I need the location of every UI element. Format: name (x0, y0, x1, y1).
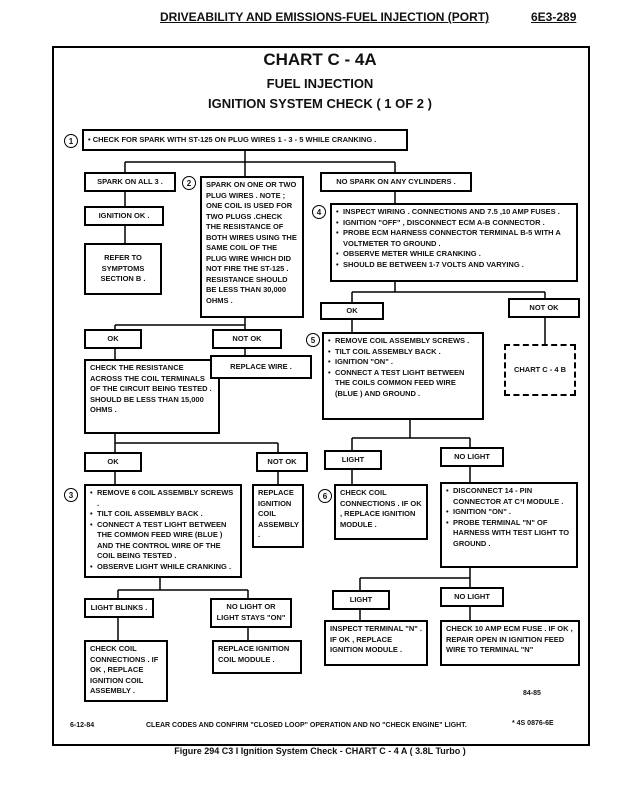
step-number-5: 5 (306, 333, 320, 347)
box-check-resistance: CHECK THE RESISTANCE ACROSS THE COIL TER… (84, 359, 220, 434)
step-4-item-3: PROBE ECM HARNESS CONNECTOR TERMINAL B-5… (336, 228, 572, 249)
figure-caption: Figure 294 C3 I Ignition System Check - … (174, 746, 466, 756)
page-header-title: DRIVEABILITY AND EMISSIONS-FUEL INJECTIO… (160, 10, 490, 24)
box-ok-step-4: OK (320, 302, 384, 320)
step-number-2: 2 (182, 176, 196, 190)
box-chart-c-4b-reference: CHART C - 4 B (504, 344, 576, 396)
box-ok-resistance: OK (84, 329, 142, 349)
box-step-4-inspect-wiring: INSPECT WIRING . CONNECTIONS AND 7.5 ,10… (330, 203, 578, 282)
box-replace-ignition-coil: REPLACE IGNITION COIL ASSEMBLY . (252, 484, 304, 548)
box-disconnect-14-pin: DISCONNECT 14 - PIN CONNECTOR AT C³I MOD… (440, 482, 578, 568)
step-5-item-4: CONNECT A TEST LIGHT BETWEEN THE COILS C… (328, 368, 478, 400)
box-no-light-or-stays-on: NO LIGHT OR LIGHT STAYS "ON" . (210, 598, 292, 628)
chart-subtitle-1: FUEL INJECTION (266, 76, 374, 91)
box-spark-on-all-3: SPARK ON ALL 3 . (84, 172, 176, 192)
box-light-blinks: LIGHT BLINKS . (84, 598, 154, 618)
disconnect-item-1: DISCONNECT 14 - PIN CONNECTOR AT C³I MOD… (446, 486, 572, 507)
box-replace-wire: REPLACE WIRE . (210, 355, 312, 379)
step-3-item-3: CONNECT A TEST LIGHT BETWEEN THE COMMON … (90, 520, 236, 562)
box-spark-on-one-or-two: SPARK ON ONE OR TWO PLUG WIRES . NOTE ; … (200, 176, 304, 318)
box-no-spark: NO SPARK ON ANY CYLINDERS . (320, 172, 472, 192)
box-not-ok-step-4: NOT OK (508, 298, 580, 318)
box-light-step-5: LIGHT (324, 450, 382, 470)
box-refer-to-symptoms: REFER TO SYMPTOMS SECTION B . (84, 243, 162, 295)
box-not-ok-coil: NOT OK (256, 452, 308, 472)
box-replace-ignition-module: REPLACE IGNITION COIL MODULE . (212, 640, 302, 674)
box-text: CHECK FOR SPARK WITH ST-125 ON PLUG WIRE… (92, 134, 377, 144)
box-no-light-terminal-n: NO LIGHT (440, 587, 504, 607)
chart-title: CHART C - 4A (263, 50, 377, 69)
step-4-item-1: INSPECT WIRING . CONNECTIONS AND 7.5 ,10… (336, 207, 572, 218)
step-3-item-2: TILT COIL ASSEMBLY BACK . (90, 509, 236, 520)
step-5-item-2: TILT COIL ASSEMBLY BACK . (328, 347, 478, 358)
step-3-item-1: REMOVE 6 COIL ASSEMBLY SCREWS . (90, 488, 236, 509)
box-inspect-terminal-n: INSPECT TERMINAL "N" . IF OK , REPLACE I… (324, 620, 428, 666)
step-number-1: 1 (64, 134, 78, 148)
step-number-3: 3 (64, 488, 78, 502)
step-5-item-1: REMOVE COIL ASSEMBLY SCREWS . (328, 336, 478, 347)
box-light-terminal-n: LIGHT (332, 590, 390, 610)
box-ignition-ok: IGNITION OK . (84, 206, 164, 226)
box-step-3-remove-6-coil: REMOVE 6 COIL ASSEMBLY SCREWS . TILT COI… (84, 484, 242, 578)
disconnect-item-2: IGNITION "ON" . (446, 507, 572, 518)
box-step-6-check-coil: CHECK COIL CONNECTIONS . IF OK , REPLACE… (334, 484, 428, 540)
box-check-coil-connections: CHECK COIL CONNECTIONS . IF OK , REPLACE… (84, 640, 168, 702)
footer-note: CLEAR CODES AND CONFIRM "CLOSED LOOP" OP… (146, 722, 467, 729)
footer-ref: 84-85 (523, 690, 541, 697)
step-4-item-2: IGNITION "OFF" , DISCONNECT ECM A-B CONN… (336, 218, 572, 229)
step-number-4: 4 (312, 205, 326, 219)
page-number: 6E3-289 (531, 10, 577, 24)
box-no-light-step-5: NO LIGHT (440, 447, 504, 467)
chart-subtitle-2: IGNITION SYSTEM CHECK ( 1 OF 2 ) (208, 96, 432, 111)
box-step-5-remove-coil: REMOVE COIL ASSEMBLY SCREWS . TILT COIL … (322, 332, 484, 420)
box-check-for-spark: • CHECK FOR SPARK WITH ST-125 ON PLUG WI… (82, 129, 408, 151)
box-not-ok-wire: NOT OK (212, 329, 282, 349)
disconnect-item-3: PROBE TERMINAL "N" OF HARNESS WITH TEST … (446, 518, 572, 550)
step-3-item-4: OBSERVE LIGHT WHILE CRANKING . (90, 562, 236, 573)
box-check-10-amp-fuse: CHECK 10 AMP ECM FUSE . IF OK , REPAIR O… (440, 620, 580, 666)
step-4-item-4: OBSERVE METER WHILE CRANKING . (336, 249, 572, 260)
step-number-6: 6 (318, 489, 332, 503)
step-4-item-5: SHOULD BE BETWEEN 1-7 VOLTS AND VARYING … (336, 260, 572, 271)
footer-date: 6-12-84 (70, 722, 95, 729)
footer-code: * 4S 0876-6E (512, 720, 554, 727)
step-5-item-3: IGNITION "ON" . (328, 357, 478, 368)
chart-frame (52, 46, 590, 746)
box-ok-coil: OK (84, 452, 142, 472)
